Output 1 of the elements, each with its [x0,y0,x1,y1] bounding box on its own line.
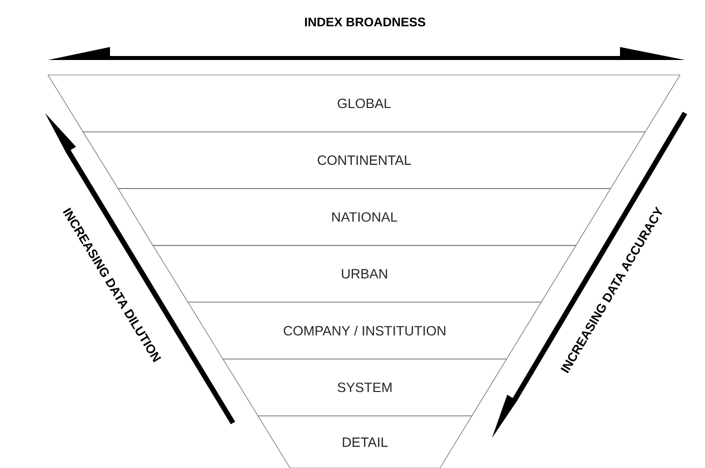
label: INDEX BROADNESS [305,18,426,26]
